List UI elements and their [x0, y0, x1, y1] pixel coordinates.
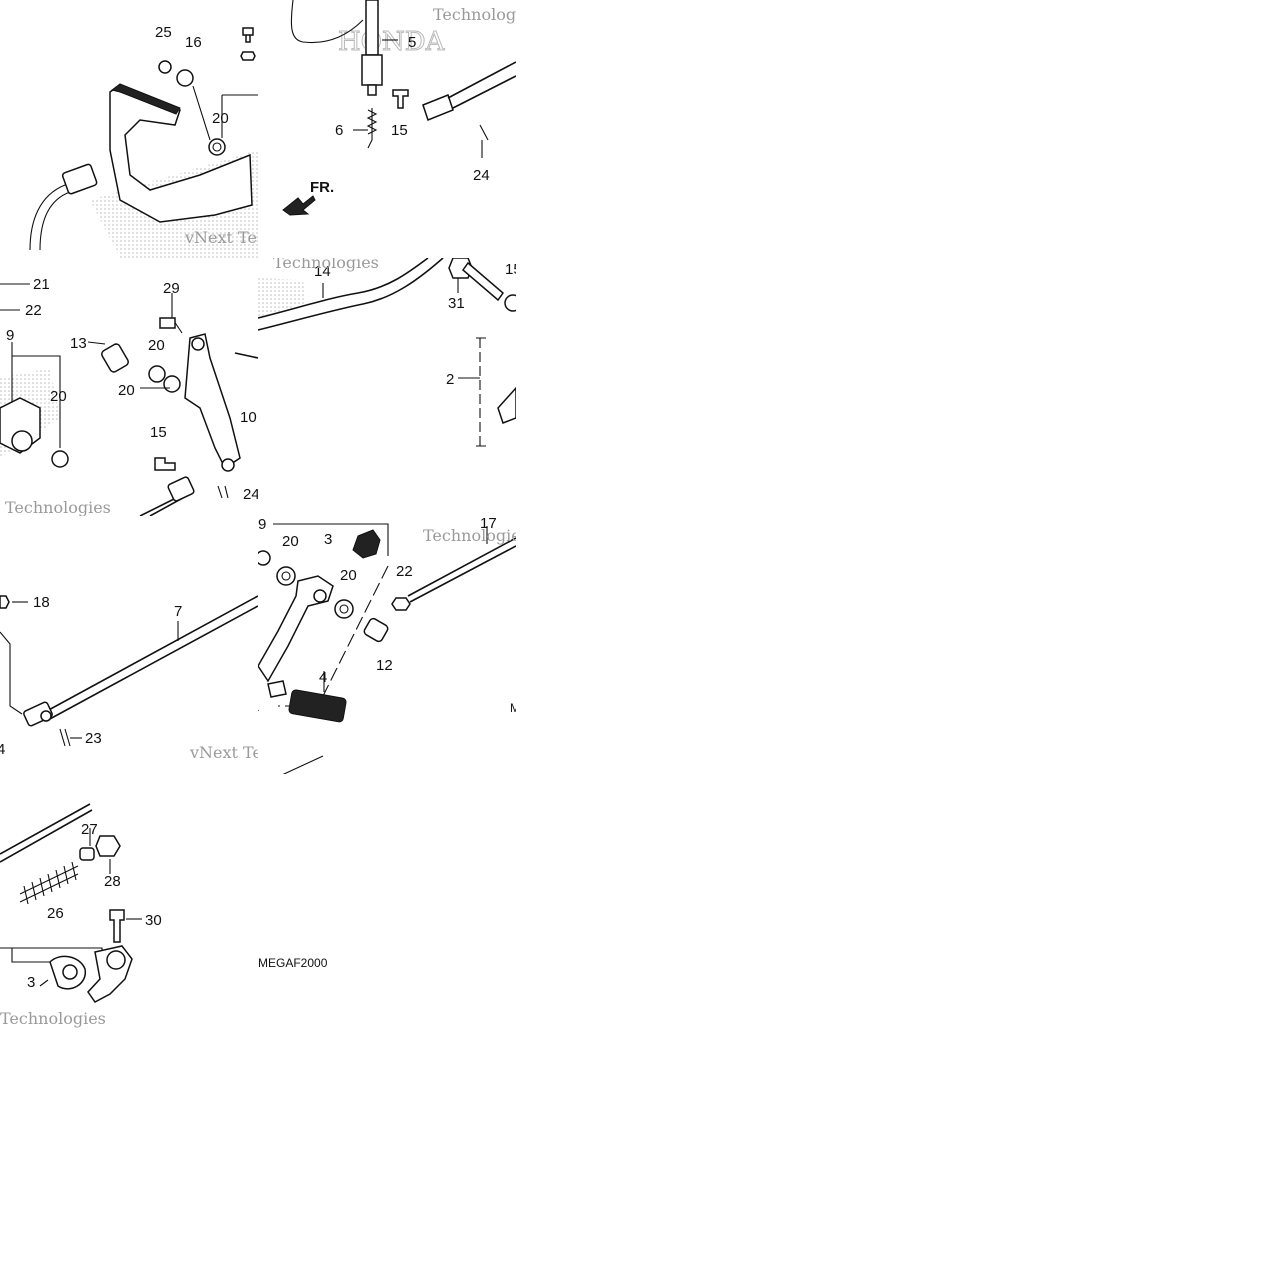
tile-brake-pedal: 25 16 20 vNext Technologies — [0, 0, 258, 258]
callout: 3 — [27, 974, 35, 991]
callout: 16 — [185, 34, 202, 51]
callout: 15 — [391, 122, 408, 139]
callout: 30 — [145, 912, 162, 929]
callout: 20 — [118, 382, 135, 399]
callout: 13 — [70, 335, 87, 352]
watermark-text: Technologies — [273, 258, 379, 272]
callout: 9 — [258, 516, 266, 533]
callout: 21 — [33, 276, 50, 293]
callout: 7 — [174, 603, 182, 620]
callout: 25 — [155, 24, 172, 41]
callout: 26 — [47, 905, 64, 922]
callout: 18 — [33, 594, 50, 611]
diagram-code-box: MEGAF2000 — [258, 956, 328, 970]
tile-rod-bolt: 14 15 31 2 Technologies — [258, 258, 516, 516]
callout: 9 — [6, 327, 14, 344]
callout: 20 — [340, 567, 357, 584]
callout: 1 — [258, 698, 259, 715]
callout: 4 — [0, 741, 5, 758]
watermark-text: Technologies — [0, 1009, 106, 1028]
watermark-logo: HONDA — [338, 27, 446, 57]
callout: 14 — [314, 263, 331, 280]
watermark-text: vNext Technologies — [184, 228, 258, 247]
callout: 22 — [25, 302, 42, 319]
callout: 5 — [408, 34, 416, 51]
watermark-text: vNext Technologies — [189, 743, 258, 762]
front-marker: FR. — [310, 179, 334, 196]
callout: 27 — [81, 821, 98, 838]
callout: 15 — [150, 424, 167, 441]
callout: 28 — [104, 873, 121, 890]
callout: 15 — [505, 261, 516, 278]
callout: 4 — [319, 669, 327, 686]
callout: 10 — [240, 409, 257, 426]
callout: 20 — [50, 388, 67, 405]
callout: 23 — [85, 730, 102, 747]
diagram-code: MEGAF2000 — [258, 956, 328, 970]
callout: 31 — [448, 295, 465, 312]
callout: 24 — [243, 486, 258, 503]
callout: 29 — [163, 280, 180, 297]
callout: 20 — [282, 533, 299, 550]
tile-shift-spindle: 27 28 26 30 3 Technologies — [0, 774, 258, 1032]
watermark-text: Technologies — [5, 498, 111, 516]
callout: M — [510, 701, 516, 715]
watermark-text: Technologies — [423, 526, 516, 545]
tile-brake-switch: HONDA 5 6 15 24 FR. Technologies — [258, 0, 516, 258]
callout: 20 — [148, 337, 165, 354]
callout: 24 — [473, 167, 490, 184]
tile-long-rod: 18 7 23 4 vNext Technologies — [0, 516, 258, 774]
callout: 22 — [396, 563, 413, 580]
callout: 3 — [324, 531, 332, 548]
callout: 6 — [335, 122, 343, 139]
callout: 20 — [212, 110, 229, 127]
callout: 2 — [446, 371, 454, 388]
tile-brake-arm: 21 22 9 13 20 20 20 29 10 15 24 Technolo… — [0, 258, 258, 516]
tile-shift-pedal: 9 20 3 20 17 22 12 4 1 8 M Technologies — [258, 516, 516, 774]
callout: 12 — [376, 657, 393, 674]
watermark-text: Technologies — [433, 5, 516, 24]
callout: 17 — [480, 516, 497, 532]
